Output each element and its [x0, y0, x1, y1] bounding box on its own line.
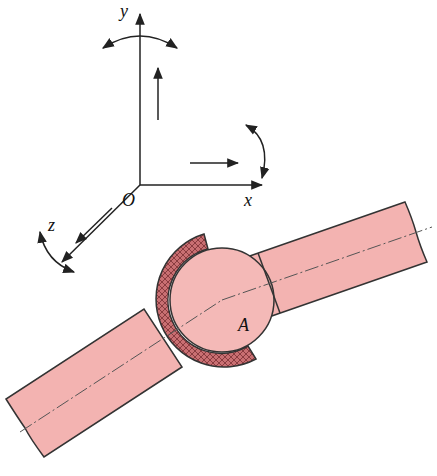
- axis-label: y: [120, 2, 128, 20]
- axis-label: x: [244, 191, 252, 209]
- axis-label: O: [122, 191, 135, 209]
- center-lines: [20, 227, 432, 432]
- lower-rod: [6, 309, 182, 457]
- axis-label: z: [48, 216, 55, 234]
- coordinate-axes: [40, 14, 265, 272]
- point-label: A: [238, 316, 249, 334]
- rod-collar: [258, 253, 280, 313]
